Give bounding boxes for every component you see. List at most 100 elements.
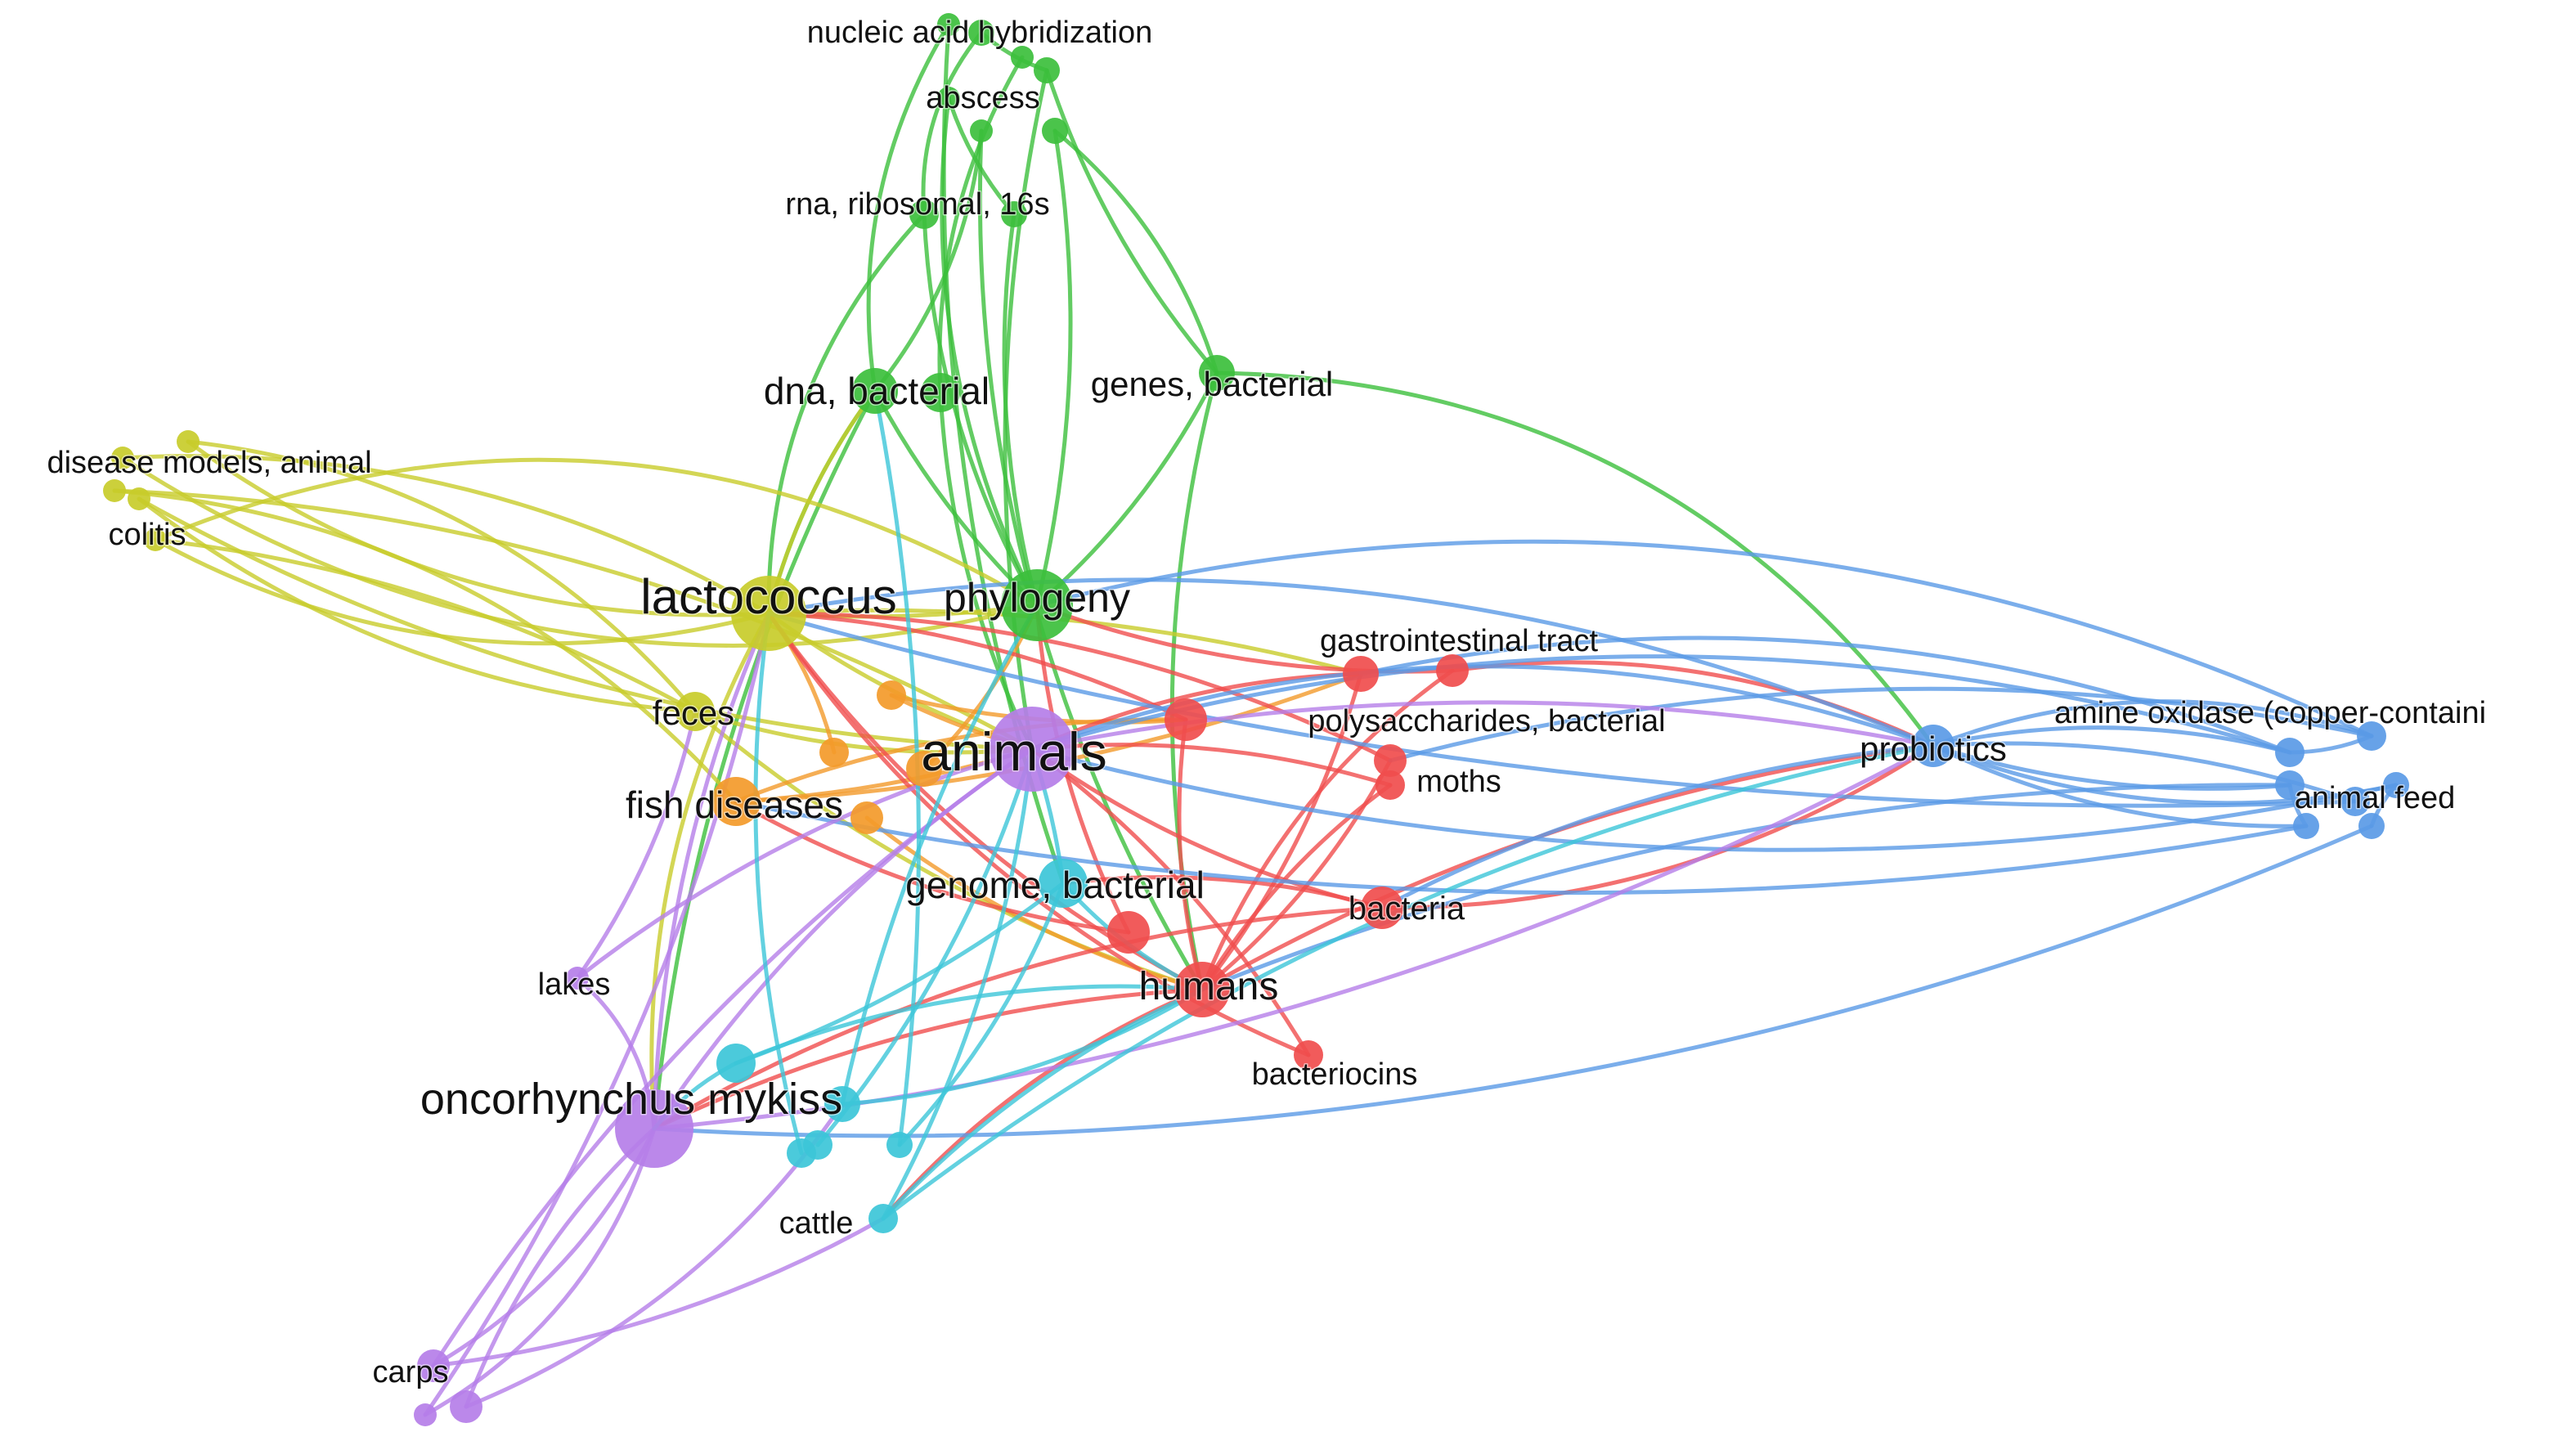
label-probiotics: probiotics bbox=[1860, 729, 2007, 768]
node-g3[interactable] bbox=[1034, 57, 1060, 83]
label-animal-feed: animal feed bbox=[2295, 781, 2455, 815]
label-amine-oxidase: amine oxidase (copper-containi bbox=[2054, 696, 2486, 730]
link-b3-polysaccharides-bacterial bbox=[1388, 686, 2374, 763]
node-carps[interactable] bbox=[417, 1349, 450, 1382]
link-y3-feces bbox=[137, 496, 698, 714]
node-b5[interactable] bbox=[2275, 770, 2304, 800]
node-p5[interactable] bbox=[450, 1390, 482, 1423]
node-genes-bacterial[interactable] bbox=[1199, 355, 1235, 391]
node-colitis[interactable] bbox=[144, 528, 167, 551]
label-cattle: cattle bbox=[779, 1206, 854, 1241]
node-r7[interactable] bbox=[1107, 911, 1150, 954]
link-g6-genes-bacterial bbox=[1052, 128, 1219, 375]
node-g6[interactable] bbox=[1042, 118, 1068, 144]
link-c3-humans bbox=[840, 987, 1205, 1107]
link-feces-animals bbox=[693, 709, 1034, 755]
link-g3-genes-bacterial bbox=[1044, 68, 1219, 375]
link-disease-models-animal-feces bbox=[186, 439, 698, 714]
node-y3[interactable] bbox=[128, 487, 150, 510]
node-feces[interactable] bbox=[675, 692, 715, 731]
node-b7[interactable] bbox=[2293, 813, 2319, 839]
node-g11[interactable] bbox=[921, 373, 960, 412]
label-gastrointestinal-tract: gastrointestinal tract bbox=[1320, 624, 1598, 658]
node-y2[interactable] bbox=[111, 447, 134, 469]
node-r3[interactable] bbox=[1165, 698, 1207, 741]
link-disease-models-animal-lactococcus bbox=[186, 439, 771, 617]
link-b2-animals bbox=[1030, 654, 2292, 755]
label-polysaccharides-bacterial: polysaccharides, bacterial bbox=[1308, 704, 1665, 738]
link-bacteriocins-animals bbox=[1030, 747, 1311, 1057]
node-bacteriocins[interactable] bbox=[1294, 1040, 1323, 1070]
link-moths-humans bbox=[1200, 783, 1393, 992]
node-probiotics[interactable] bbox=[1912, 725, 1954, 767]
node-gastrointestinal-tract[interactable] bbox=[1343, 656, 1379, 692]
link-moths-animals bbox=[1030, 743, 1393, 788]
node-b2[interactable] bbox=[2275, 738, 2304, 767]
node-cattle[interactable] bbox=[868, 1204, 898, 1233]
network-labels: nucleic acid hybridization abscess rna, … bbox=[46, 15, 2488, 1391]
link-r3-humans bbox=[1177, 717, 1205, 992]
node-rna-ribosomal-16s[interactable] bbox=[909, 200, 939, 229]
node-o1[interactable] bbox=[877, 680, 906, 710]
label-dna-bacterial: dna, bacterial bbox=[764, 370, 990, 412]
node-animals[interactable] bbox=[990, 707, 1075, 792]
node-abscess[interactable] bbox=[937, 87, 960, 110]
link-o5-humans bbox=[864, 815, 1205, 992]
label-lactococcus: lactococcus bbox=[640, 569, 896, 624]
node-dna-bacterial[interactable] bbox=[852, 368, 898, 414]
label-bacteria: bacteria bbox=[1349, 891, 1465, 927]
link-dna-bacterial-oncorhynchus-mykiss bbox=[652, 388, 877, 1131]
link-colitis-feces bbox=[153, 537, 698, 714]
node-humans[interactable] bbox=[1174, 962, 1230, 1017]
link-animal-feed-lactococcus bbox=[766, 611, 2358, 808]
node-p6[interactable] bbox=[414, 1403, 437, 1426]
node-polysaccharides-bacterial[interactable] bbox=[1374, 744, 1407, 777]
node-c3[interactable] bbox=[824, 1086, 860, 1122]
node-c6[interactable] bbox=[886, 1132, 913, 1158]
node-nucleic-acid-hybridization[interactable] bbox=[968, 20, 994, 46]
node-b3[interactable] bbox=[2357, 721, 2386, 751]
link-b3-phylogeny bbox=[1034, 539, 2374, 738]
link-g6-phylogeny bbox=[1034, 128, 1073, 608]
node-g7[interactable] bbox=[970, 119, 993, 142]
node-o3[interactable] bbox=[906, 751, 942, 787]
node-lactococcus[interactable] bbox=[731, 576, 806, 651]
node-g4[interactable] bbox=[1011, 46, 1034, 69]
node-moths[interactable] bbox=[1376, 770, 1405, 800]
node-o5[interactable] bbox=[850, 801, 883, 834]
node-fish-diseases[interactable] bbox=[711, 777, 761, 826]
node-c5[interactable] bbox=[787, 1138, 816, 1168]
link-b4-animals bbox=[1030, 747, 2399, 852]
node-c2[interactable] bbox=[716, 1044, 756, 1083]
link-probiotics-b5 bbox=[1931, 743, 2292, 791]
link-probiotics-bacteria bbox=[1380, 743, 1936, 910]
link-probiotics-b4 bbox=[1931, 743, 2399, 806]
node-g9[interactable] bbox=[1001, 201, 1027, 227]
node-lakes[interactable] bbox=[566, 967, 589, 990]
node-o2[interactable] bbox=[819, 738, 849, 767]
node-y5[interactable] bbox=[103, 479, 126, 502]
node-genome-bacterial[interactable] bbox=[1039, 859, 1088, 908]
link-p5-oncorhynchus-mykiss bbox=[464, 1126, 657, 1409]
link-dna-bacterial-phylogeny bbox=[873, 388, 1039, 608]
node-r2[interactable] bbox=[1436, 654, 1469, 687]
link-nucleic-acid-hybridization-rna-ribosomal-16s bbox=[921, 30, 984, 217]
node-animal-feed[interactable] bbox=[2340, 787, 2370, 816]
link-bacteria-oncorhynchus-mykiss bbox=[652, 905, 1384, 1131]
node-b4[interactable] bbox=[2383, 772, 2409, 798]
node-g2[interactable] bbox=[937, 13, 960, 36]
link-rna-ribosomal-16s-lactococcus bbox=[766, 212, 927, 616]
link-lactococcus-oncorhynchus-mykiss bbox=[649, 611, 771, 1131]
node-phylogeny[interactable] bbox=[1001, 569, 1073, 641]
link-g3-animals bbox=[1003, 68, 1049, 752]
label-nucleic-acid-hybridization: nucleic acid hybridization bbox=[807, 16, 1152, 50]
link-c4-animals bbox=[815, 747, 1034, 1147]
node-disease-models-animal[interactable] bbox=[177, 430, 200, 453]
link-abscess-g9 bbox=[946, 96, 1016, 217]
label-phylogeny: phylogeny bbox=[944, 575, 1130, 621]
node-oncorhynchus-mykiss[interactable] bbox=[615, 1089, 693, 1168]
node-b8[interactable] bbox=[2358, 813, 2385, 839]
node-bacteria[interactable] bbox=[1361, 887, 1403, 929]
link-animals-probiotics bbox=[1030, 700, 1936, 752]
link-c5-lactococcus bbox=[753, 611, 804, 1156]
